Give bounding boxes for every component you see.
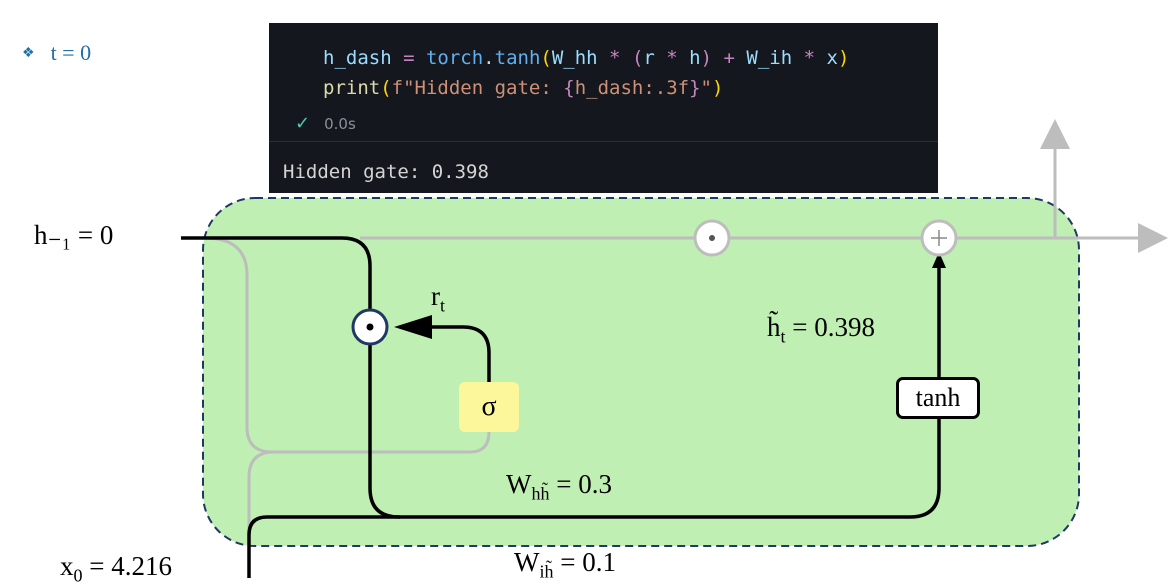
- code-token: ): [700, 47, 713, 69]
- sigma-label: σ: [481, 391, 497, 422]
- code-token: h: [689, 47, 701, 69]
- htilde-subscript: t: [780, 326, 786, 347]
- w-ih-value: = 0.1: [553, 547, 616, 577]
- code-token: }: [689, 77, 701, 99]
- code-token: ): [837, 47, 850, 69]
- code-token: *: [792, 47, 827, 69]
- tanh-label: tanh: [915, 383, 961, 412]
- code-token: .: [483, 47, 495, 69]
- cell-output: Hidden gate: 0.398: [283, 161, 489, 183]
- code-token: W_hh: [551, 47, 598, 69]
- input-gray-path: [247, 450, 275, 578]
- x0-symbol: x: [60, 551, 74, 581]
- code-token: *: [597, 47, 632, 69]
- code-token: h_dash:.3f: [574, 77, 690, 99]
- x0-label: x0 = 4.216: [60, 551, 172, 586]
- x0-path: [247, 515, 400, 578]
- code-token: *: [654, 47, 690, 69]
- black-paths: [181, 236, 941, 578]
- execution-status: ✓ 0.0s: [295, 113, 356, 134]
- w-ih-label: Wih̃ = 0.1: [514, 547, 616, 582]
- w-hh-subscript: hh̃: [531, 483, 550, 504]
- code-token: r: [643, 47, 655, 69]
- w-hh-value: = 0.3: [549, 469, 612, 499]
- tanh-to-plus-arrowhead: [932, 252, 946, 268]
- time-step-label: t = 0: [50, 40, 92, 65]
- execution-time: 0.0s: [324, 115, 356, 133]
- code-token: print: [323, 77, 381, 99]
- candidate-hidden-label: h̃t = 0.398: [767, 312, 875, 347]
- code-token: =: [391, 47, 426, 69]
- sigmoid-gate-box: σ: [459, 382, 519, 432]
- check-icon: ✓: [295, 113, 311, 134]
- r-subscript: t: [440, 295, 446, 316]
- code-cell: h_dash = torch.tanh(W_hh * (r * h) + W_i…: [269, 23, 938, 193]
- reset-multiply-dot: [366, 323, 374, 331]
- diamond-bullet-icon: ❖: [22, 46, 35, 61]
- reset-gate-arrowhead: [394, 315, 432, 339]
- code-token: +: [712, 47, 747, 69]
- htilde-symbol: h̃: [767, 312, 781, 342]
- code-token: {: [563, 77, 575, 99]
- code-line-1: h_dash = torch.tanh(W_hh * (r * h) + W_i…: [323, 47, 849, 69]
- gru-cell-background: [202, 197, 1080, 547]
- code-token: ": [700, 77, 712, 99]
- output-divider: [269, 141, 938, 142]
- code-token: f"Hidden gate:: [391, 77, 564, 99]
- h-prev-label: h₋₁ = 0: [34, 220, 114, 250]
- code-token: (: [540, 47, 552, 69]
- reset-gate-label: rt: [431, 281, 445, 316]
- code-token: torch: [425, 47, 484, 69]
- code-token: h_dash: [323, 47, 392, 69]
- code-token: tanh: [494, 47, 541, 69]
- code-token: x: [826, 47, 838, 69]
- h-prev-path: [181, 236, 941, 519]
- w-ih-symbol: W: [514, 547, 540, 577]
- code-token: (: [631, 47, 644, 69]
- code-token: ): [712, 77, 724, 99]
- time-step-heading: ❖ t = 0: [22, 40, 91, 66]
- x0-subscript: 0: [73, 565, 83, 586]
- update-multiply-dot: [709, 235, 715, 241]
- w-ih-subscript: ih̃: [539, 561, 554, 582]
- reset-gate-path: [430, 325, 491, 382]
- reset-gate-input-gray-path: [204, 236, 491, 454]
- code-token: (: [380, 77, 392, 99]
- gray-paths: [204, 119, 1168, 578]
- x0-value: = 4.216: [82, 551, 172, 581]
- r-symbol: r: [431, 281, 440, 311]
- htilde-value: = 0.398: [785, 312, 875, 342]
- tanh-activation-box: tanh: [896, 377, 980, 419]
- w-hh-symbol: W: [506, 469, 532, 499]
- w-hh-label: Whh̃ = 0.3: [506, 469, 612, 504]
- code-token: W_ih: [746, 47, 793, 69]
- code-line-2: print(f"Hidden gate: {h_dash:.3f}"): [323, 77, 723, 99]
